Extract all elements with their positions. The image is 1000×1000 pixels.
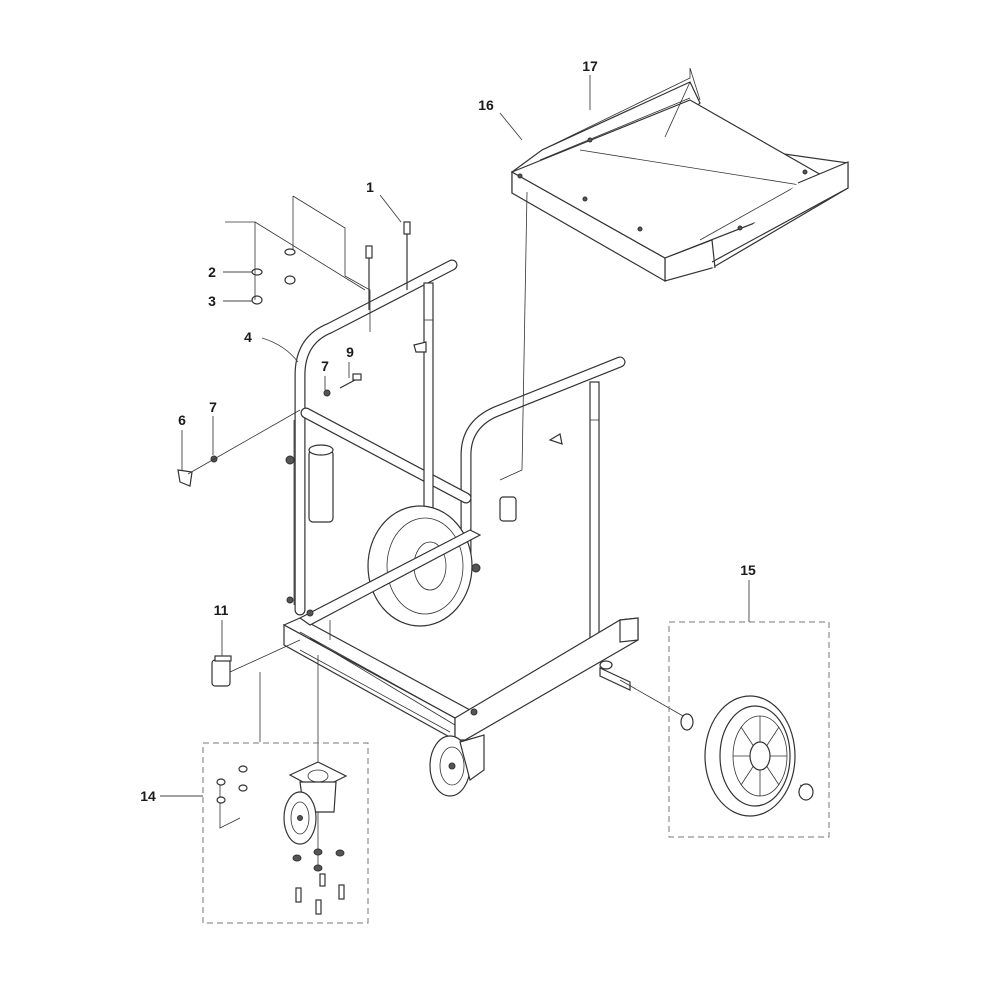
front-caster (429, 734, 485, 797)
tray-shelf (510, 67, 849, 283)
axle (599, 660, 631, 691)
part-label-15: 15 (740, 562, 756, 578)
knob-6 (177, 389, 331, 487)
end-cap-right (499, 496, 517, 522)
part-label-3: 3 (208, 293, 216, 309)
part-label-7-right: 7 (321, 358, 329, 374)
end-cap-11 (211, 655, 232, 687)
part-label-2: 2 (208, 264, 216, 280)
part-label-16: 16 (478, 97, 494, 113)
caster-nuts (216, 765, 248, 829)
part-label-17: 17 (582, 58, 598, 74)
part-label-11: 11 (214, 602, 229, 618)
bolts-1 (365, 221, 411, 310)
part-label-14: 14 (140, 788, 156, 804)
part-label-7-left: 7 (209, 399, 217, 415)
rear-wheel-assembly (680, 695, 814, 817)
part-label-4: 4 (244, 329, 252, 345)
base-frame (282, 455, 639, 742)
washers-2-3 (251, 248, 296, 305)
leader-lines (160, 75, 750, 797)
bolt-9 (339, 373, 362, 389)
cylinder (308, 444, 334, 523)
caster-assembly (283, 761, 348, 915)
caster-group-box (202, 742, 369, 924)
part-label-1: 1 (366, 179, 374, 195)
part-label-9: 9 (346, 344, 354, 360)
handle-frame (293, 259, 626, 616)
knobs-on-frame (413, 341, 563, 445)
part-label-6: 6 (178, 412, 186, 428)
